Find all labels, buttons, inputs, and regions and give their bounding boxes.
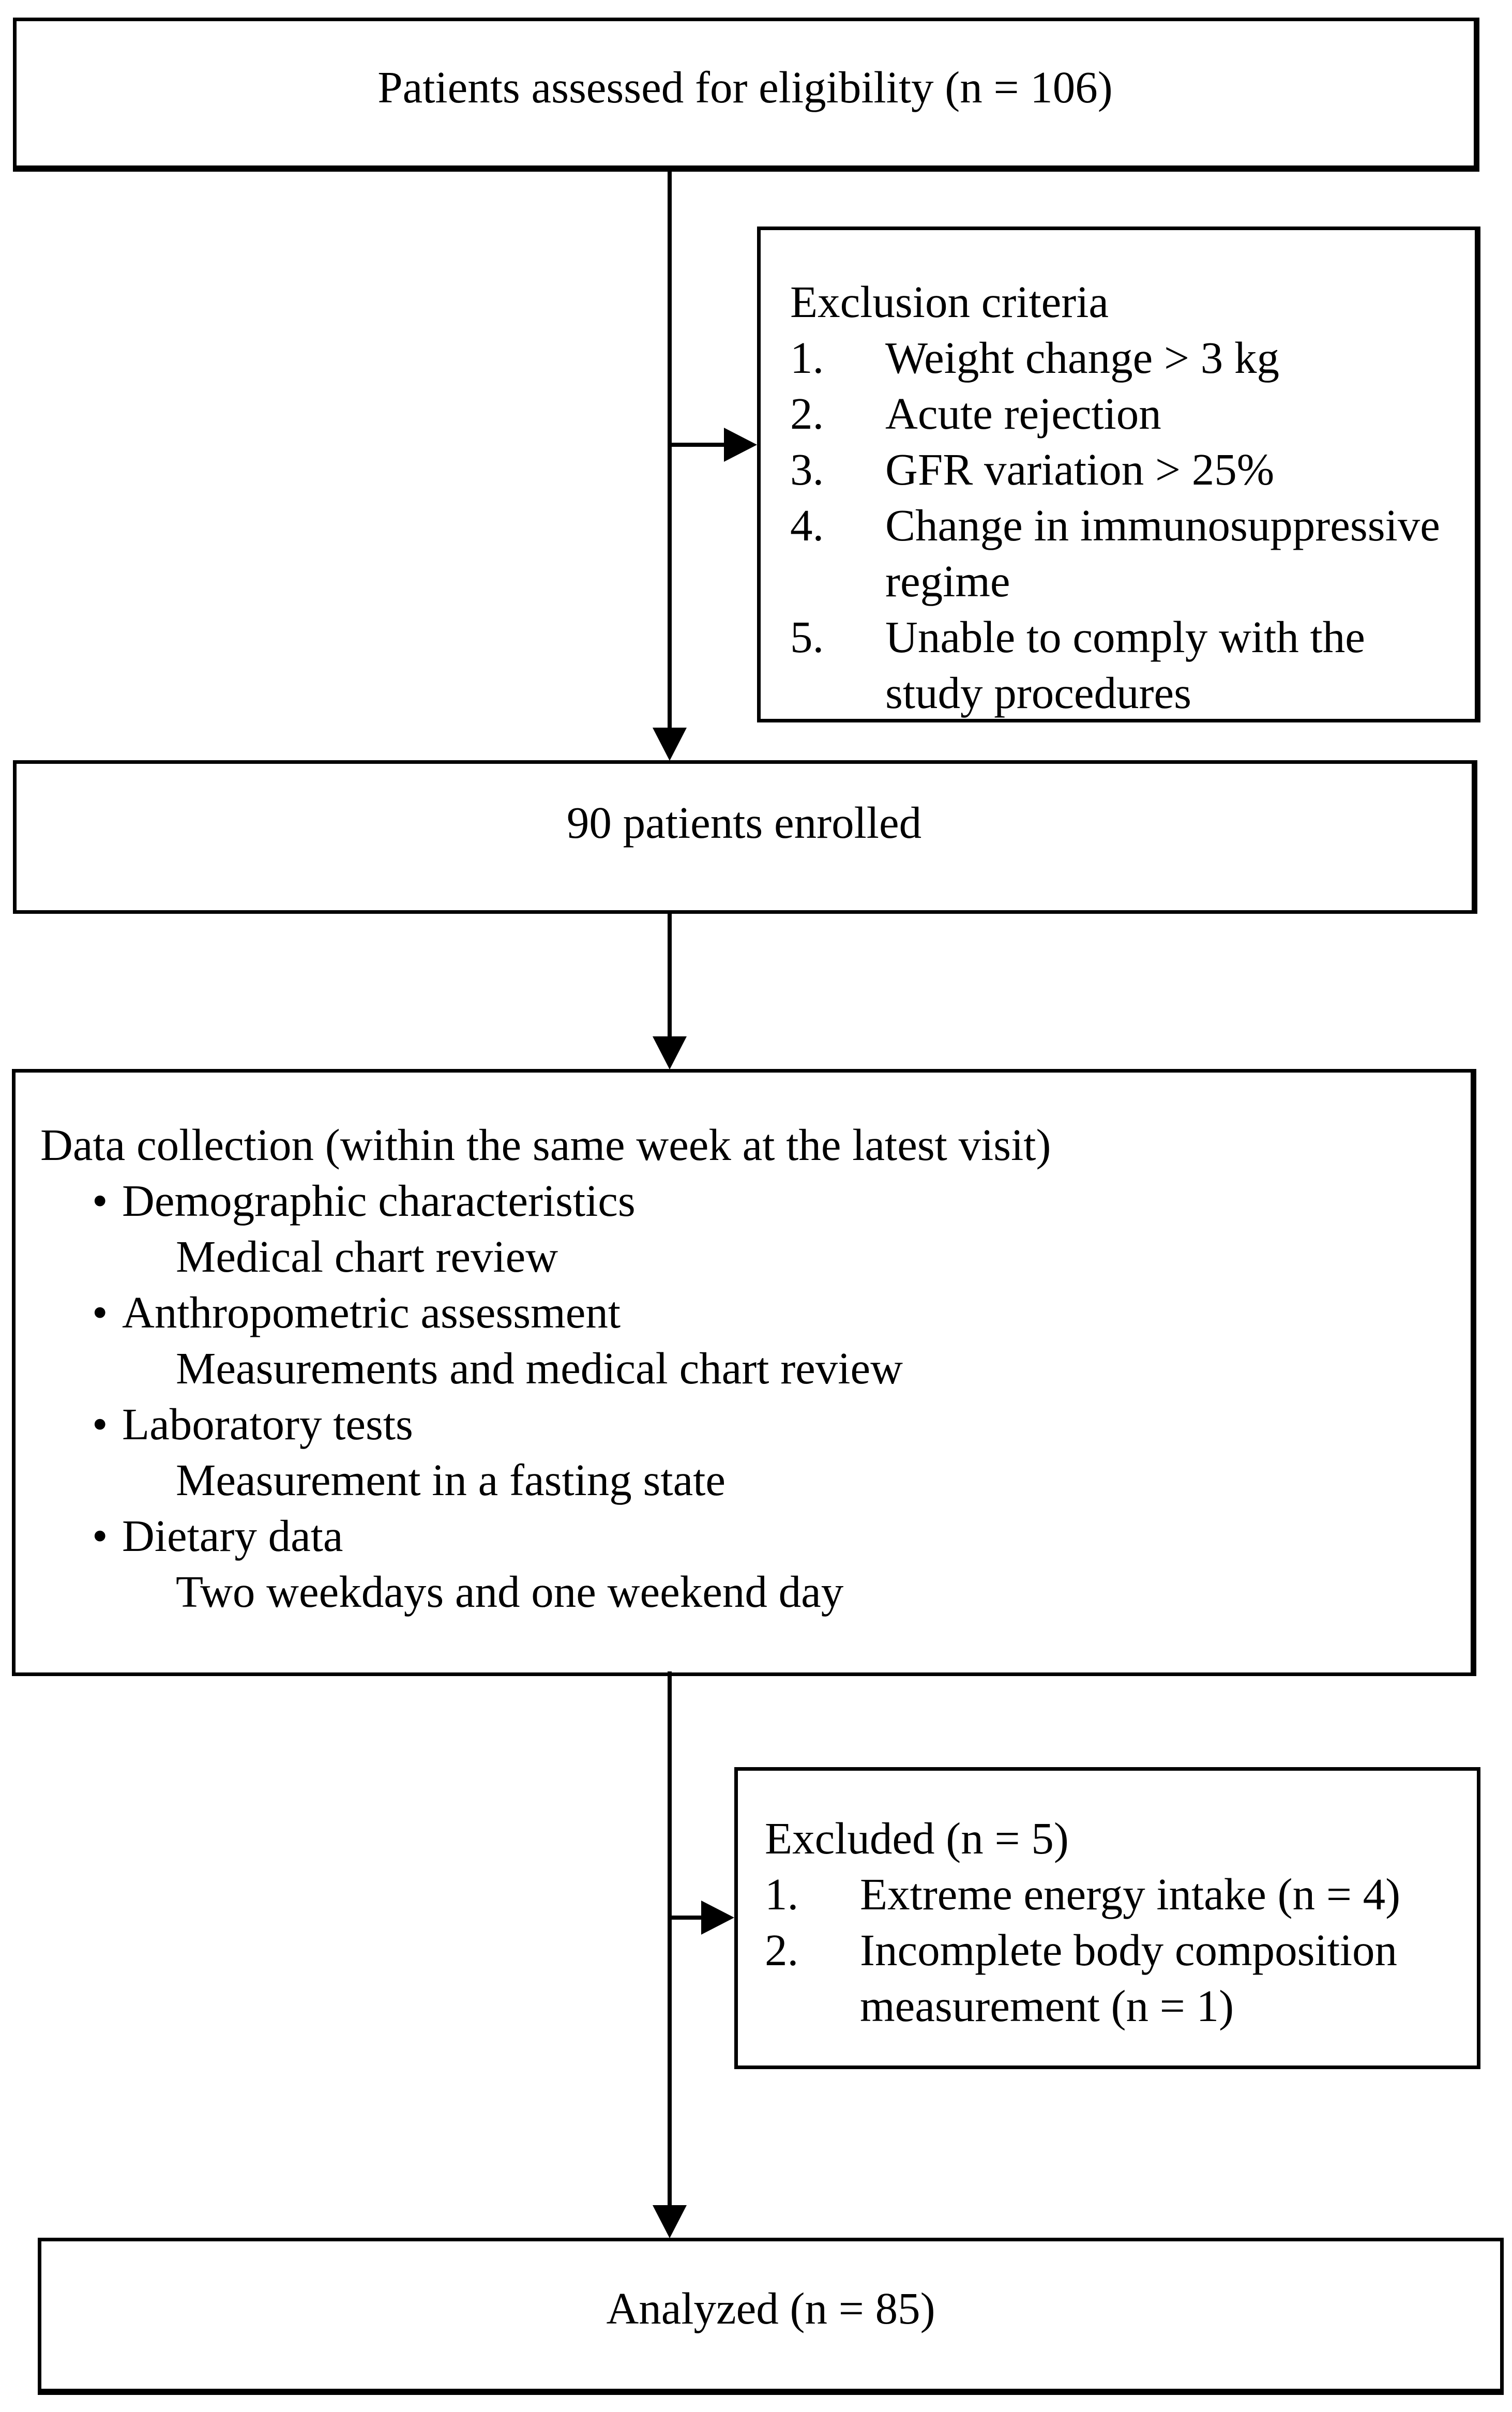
data-collection-item: • Anthropometric assessment — [40, 1285, 1440, 1340]
item-number: 1. — [790, 333, 824, 383]
item-number: 2. — [765, 1925, 799, 1975]
arrow-down-icon — [653, 1036, 687, 1069]
arrow-right-icon — [701, 1901, 734, 1935]
item-text: Weight change > 3 kg — [885, 333, 1280, 383]
item-text: Acute rejection — [885, 388, 1161, 439]
data-collection-item: • Dietary data — [40, 1508, 1440, 1564]
item-text: Change in immunosuppressive regime — [885, 500, 1440, 606]
box-excluded: Excluded (n = 5) 1. Extreme energy intak… — [734, 1767, 1480, 2069]
arrow-right-icon — [724, 428, 757, 462]
connector-line-branch-exclusion — [668, 443, 725, 447]
excluded-item: 1. Extreme energy intake (n = 4) — [765, 1866, 1456, 1922]
data-collection-item: • Laboratory tests — [40, 1396, 1440, 1452]
connector-line-branch-excluded — [668, 1916, 702, 1920]
bullet-icon: • — [92, 1399, 108, 1449]
bullet-icon: • — [92, 1287, 108, 1337]
item-number: 2. — [790, 388, 824, 439]
item-label: Anthropometric assessment — [122, 1287, 621, 1337]
data-collection-item: • Demographic characteristics — [40, 1173, 1440, 1229]
data-collection-title: Data collection (within the same week at… — [40, 1120, 1051, 1170]
box-data-collection: Data collection (within the same week at… — [12, 1069, 1476, 1676]
exclusion-item: 4. Change in immunosuppressive regime — [790, 498, 1454, 609]
item-text: Unable to comply with the study procedur… — [885, 612, 1365, 718]
item-text: Incomplete body composition measurement … — [860, 1925, 1397, 2031]
item-detail: Medical chart review — [176, 1231, 558, 1282]
connector-line-datacollection-to-analyzed — [668, 1671, 672, 2205]
exclusion-criteria-title: Exclusion criteria — [790, 277, 1109, 327]
item-label: Laboratory tests — [122, 1399, 413, 1449]
item-detail: Measurements and medical chart review — [176, 1343, 903, 1393]
box-patients-enrolled: 90 patients enrolled — [13, 760, 1477, 914]
item-text: GFR variation > 25% — [885, 444, 1275, 494]
exclusion-item: 3. GFR variation > 25% — [790, 442, 1454, 498]
arrow-down-icon — [653, 2205, 687, 2238]
item-detail: Two weekdays and one weekend day — [176, 1566, 844, 1617]
box-exclusion-criteria: Exclusion criteria 1. Weight change > 3 … — [757, 227, 1480, 722]
excluded-item: 2. Incomplete body composition measureme… — [765, 1922, 1456, 2034]
arrow-down-icon — [653, 728, 687, 761]
item-label: Demographic characteristics — [122, 1175, 636, 1226]
bullet-icon: • — [92, 1175, 108, 1226]
exclusion-item: 5. Unable to comply with the study proce… — [790, 609, 1454, 721]
item-detail: Measurement in a fasting state — [176, 1455, 725, 1505]
connector-line-eligibility-to-enrolled — [668, 169, 672, 728]
item-number: 5. — [790, 612, 824, 662]
patients-enrolled-label: 90 patients enrolled — [566, 797, 922, 848]
box-patients-assessed: Patients assessed for eligibility (n = 1… — [13, 18, 1479, 172]
item-text: Extreme energy intake (n = 4) — [860, 1869, 1401, 1919]
bullet-icon: • — [92, 1511, 108, 1561]
excluded-title: Excluded (n = 5) — [765, 1813, 1069, 1863]
analyzed-label: Analyzed (n = 85) — [606, 2283, 935, 2333]
item-number: 3. — [790, 444, 824, 494]
exclusion-item: 1. Weight change > 3 kg — [790, 330, 1454, 386]
connector-line-enrolled-to-datacollection — [668, 911, 672, 1036]
item-label: Dietary data — [122, 1511, 343, 1561]
item-number: 1. — [765, 1869, 799, 1919]
patients-assessed-label: Patients assessed for eligibility (n = 1… — [377, 62, 1113, 112]
item-number: 4. — [790, 500, 824, 550]
box-analyzed: Analyzed (n = 85) — [38, 2238, 1504, 2395]
exclusion-item: 2. Acute rejection — [790, 386, 1454, 442]
